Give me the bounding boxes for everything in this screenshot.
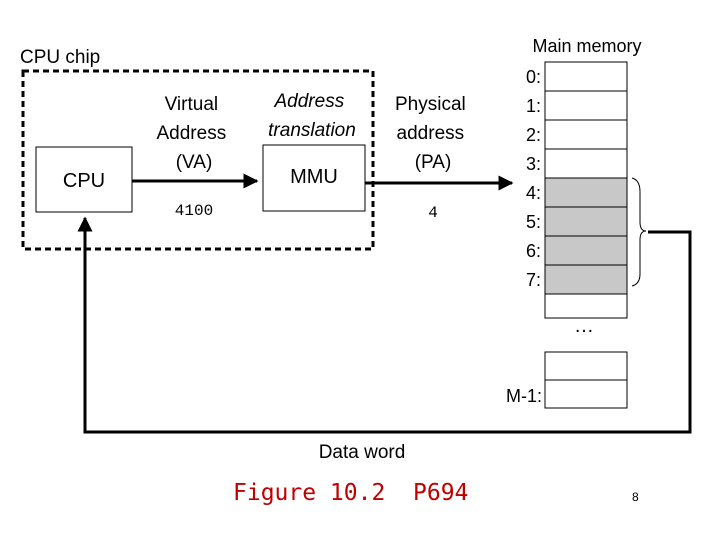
main-memory-rows: 0: 1: 2: 3: 4: 5: 6: 7: xyxy=(526,61,628,295)
memory-row-label: 3: xyxy=(526,154,541,174)
memory-row xyxy=(544,148,628,179)
memory-row xyxy=(544,264,628,295)
memory-column xyxy=(544,61,628,319)
slide-number: 8 xyxy=(632,490,639,504)
cpu-chip-label: CPU chip xyxy=(20,47,100,68)
data-word-label: Data word xyxy=(319,442,406,463)
cpu-label: CPU xyxy=(63,170,105,192)
cpu-chip-boundary xyxy=(21,69,375,251)
physical-address-value: 4 xyxy=(428,204,438,222)
memory-row xyxy=(544,61,628,92)
memory-row-label: 2: xyxy=(526,125,541,145)
memory-row-last-label: M-1: xyxy=(506,386,542,406)
memory-row-label: 5: xyxy=(526,212,541,232)
address-translation-label: Address translation xyxy=(268,91,356,141)
physical-address-label: Physical address (PA) xyxy=(395,94,471,173)
memory-row xyxy=(544,90,628,121)
data-word-path xyxy=(77,216,692,434)
figure-caption: Figure 10.2 P694 xyxy=(233,480,469,506)
virtual-address-value: 4100 xyxy=(175,202,213,220)
memory-row xyxy=(544,177,628,208)
memory-row-last xyxy=(544,379,628,409)
memory-block-lower xyxy=(544,351,628,381)
main-memory-label: Main memory xyxy=(532,36,641,56)
cpu-box xyxy=(35,146,133,213)
memory-row-label: 0: xyxy=(526,67,541,87)
memory-row-label: 6: xyxy=(526,241,541,261)
memory-row-label: 4: xyxy=(526,183,541,203)
memory-row xyxy=(544,235,628,266)
memory-row-label: 1: xyxy=(526,96,541,116)
data-word-brace xyxy=(631,177,647,287)
mmu-box xyxy=(262,144,366,212)
memory-row xyxy=(544,119,628,150)
memory-ellipsis: … xyxy=(574,315,594,337)
memory-row xyxy=(544,206,628,237)
virtual-address-label: Virtual Address (VA) xyxy=(157,94,232,173)
memory-row-label: 7: xyxy=(526,270,541,290)
mmu-label: MMU xyxy=(290,166,338,188)
